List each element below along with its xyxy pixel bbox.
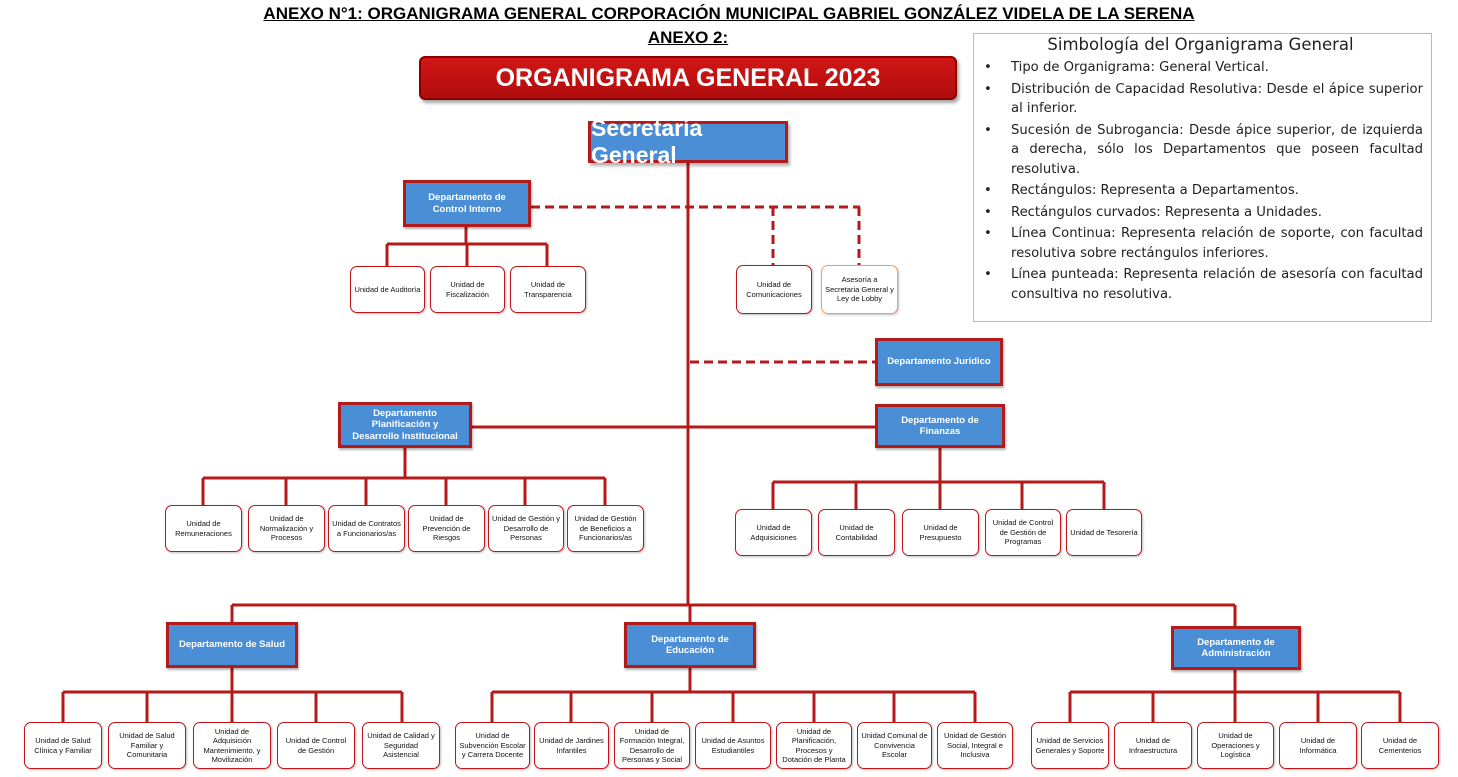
unit-gestion-desarrollo-personas: Unidad de Gestión y Desarrollo de Person…	[488, 505, 564, 552]
unit-presupuesto: Unidad de Presupuesto	[902, 509, 979, 556]
bullet-icon: •	[984, 226, 992, 241]
unit-fiscalizacion: Unidad de Fiscalización	[430, 266, 505, 313]
legend-list: •Tipo de Organigrama: General Vertical. …	[978, 58, 1423, 304]
unit-contabilidad: Unidad de Contabilidad	[818, 509, 895, 556]
legend-item-text: Línea Continua: Representa relación de s…	[1011, 226, 1423, 261]
legend-item: • Rectángulos curvados: Representa a Unid…	[978, 203, 1423, 223]
unit-control-gestion: Unidad de Control de Gestión	[277, 722, 355, 769]
unit-transparencia: Unidad de Transparencia	[510, 266, 586, 313]
unit-control-gestion-programas: Unidad de Control de Gestión de Programa…	[985, 509, 1061, 556]
unit-tesoreria: Unidad de Tesorería	[1066, 509, 1142, 556]
legend-item: • Línea punteada: Representa relación de …	[978, 265, 1423, 304]
unit-asesoria-secretaria: Asesoría a Secretaria General y Ley de L…	[821, 265, 898, 314]
bullet-icon: •	[984, 183, 992, 198]
org-chart-title: ORGANIGRAMA GENERAL 2023	[419, 56, 957, 100]
dept-administracion: Departamento de Administración	[1171, 626, 1301, 670]
legend-item-text: Tipo de Organigrama: General Vertical.	[1011, 60, 1269, 75]
unit-planificacion-procesos: Unidad de Planificación, Procesos y Dota…	[776, 722, 852, 769]
unit-remuneraciones: Unidad de Remuneraciones	[165, 505, 242, 552]
legend-item: • Distribución de Capacidad Resolutiva: D…	[978, 80, 1423, 119]
bullet-icon: •	[984, 81, 992, 97]
legend-item: • Sucesión de Subrogancia: Desde ápice su…	[978, 121, 1423, 180]
unit-adquisicion-mantenimiento: Unidad de Adquisición Mantenimiento, y M…	[193, 722, 271, 769]
unit-convivencia-escolar: Unidad Comunal de Convivencia Escolar	[857, 722, 932, 769]
dept-juridico: Departamento Jurídico	[875, 338, 1003, 386]
unit-calidad-seguridad: Unidad de Calidad y Seguridad Asistencia…	[362, 722, 440, 769]
unit-contratos: Unidad de Contratos a Funcionarios/as	[328, 505, 405, 552]
unit-servicios-generales: Unidad de Servicios Generales y Soporte	[1031, 722, 1109, 769]
unit-normalizacion: Unidad de Normalización y Procesos	[248, 505, 325, 552]
solid-lines	[61, 161, 1402, 722]
unit-infraestructura: Unidad de Infraestructura	[1114, 722, 1192, 769]
document-title: ANEXO N°1: ORGANIGRAMA GENERAL CORPORACI…	[263, 4, 1195, 23]
legend-item: • Tipo de Organigrama: General Vertical.	[978, 58, 1423, 78]
legend-item-text: Línea punteada: Representa relación de a…	[1011, 267, 1423, 302]
unit-jardines-infantiles: Unidad de Jardines Infantiles	[534, 722, 609, 769]
unit-gestion-social: Unidad de Gestión Social, Integral e Inc…	[937, 722, 1013, 769]
unit-auditoria: Unidad de Auditoría	[350, 266, 425, 313]
unit-salud-familiar: Unidad de Salud Familiar y Comunitaria	[108, 722, 186, 769]
unit-gestion-beneficios: Unidad de Gestión de Beneficios a Funcio…	[567, 505, 644, 552]
legend-item-text: Rectángulos: Representa a Departamentos.	[1011, 183, 1299, 198]
legend-item-text: Rectángulos curvados: Representa a Unida…	[1011, 204, 1322, 220]
bullet-icon: •	[984, 204, 992, 220]
dept-finanzas: Departamento de Finanzas	[875, 404, 1005, 448]
unit-informatica: Unidad de Informática	[1279, 722, 1357, 769]
bullet-icon: •	[984, 267, 992, 282]
bullet-icon: •	[984, 122, 992, 138]
dept-salud: Departamento de Salud	[166, 622, 298, 668]
secretaria-general-box: Secretaría General	[588, 115, 788, 168]
unit-formacion-integral: Unidad de Formación Integral, Desarrollo…	[614, 722, 690, 769]
legend-item-text: Sucesión de Subrogancia: Desde ápice sup…	[1011, 122, 1423, 177]
unit-operaciones-logistica: Unidad de Operaciones y Logística	[1197, 722, 1274, 769]
legend-item: • Rectángulos: Representa a Departamentos…	[978, 181, 1423, 201]
bullet-icon: •	[984, 60, 992, 75]
legend-item-text: Distribución de Capacidad Resolutiva: De…	[1011, 81, 1423, 117]
document-subtitle: ANEXO 2:	[647, 28, 729, 47]
legend-item: • Línea Continua: Representa relación de …	[978, 224, 1423, 263]
unit-asuntos-estudiantiles: Unidad de Asuntos Estudiantiles	[695, 722, 771, 769]
legend-title: Simbología del Organigrama General	[1047, 35, 1354, 54]
unit-prevencion-riesgos: Unidad de Prevención de Riesgos	[408, 505, 485, 552]
legend-box: Simbología del Organigrama General • Tipo…	[973, 33, 1432, 322]
dept-educacion: Departamento de Educación	[624, 622, 756, 668]
unit-salud-clinica: Unidad de Salud Clínica y Familiar	[24, 722, 102, 769]
unit-comunicaciones: Unidad de Comunicaciones	[736, 265, 812, 314]
unit-adquisiciones: Unidad de Adquisiciones	[735, 509, 812, 556]
dashed-lines	[531, 205, 877, 364]
dept-control-interno: Departamento de Control Interno	[403, 180, 531, 227]
unit-cementerios: Unidad de Cementerios	[1361, 722, 1439, 769]
dept-planificacion: Departamento Planificación y Desarrollo …	[338, 402, 472, 448]
unit-subvencion-escolar: Unidad de Subvención Escolar y Carrera D…	[455, 722, 530, 769]
